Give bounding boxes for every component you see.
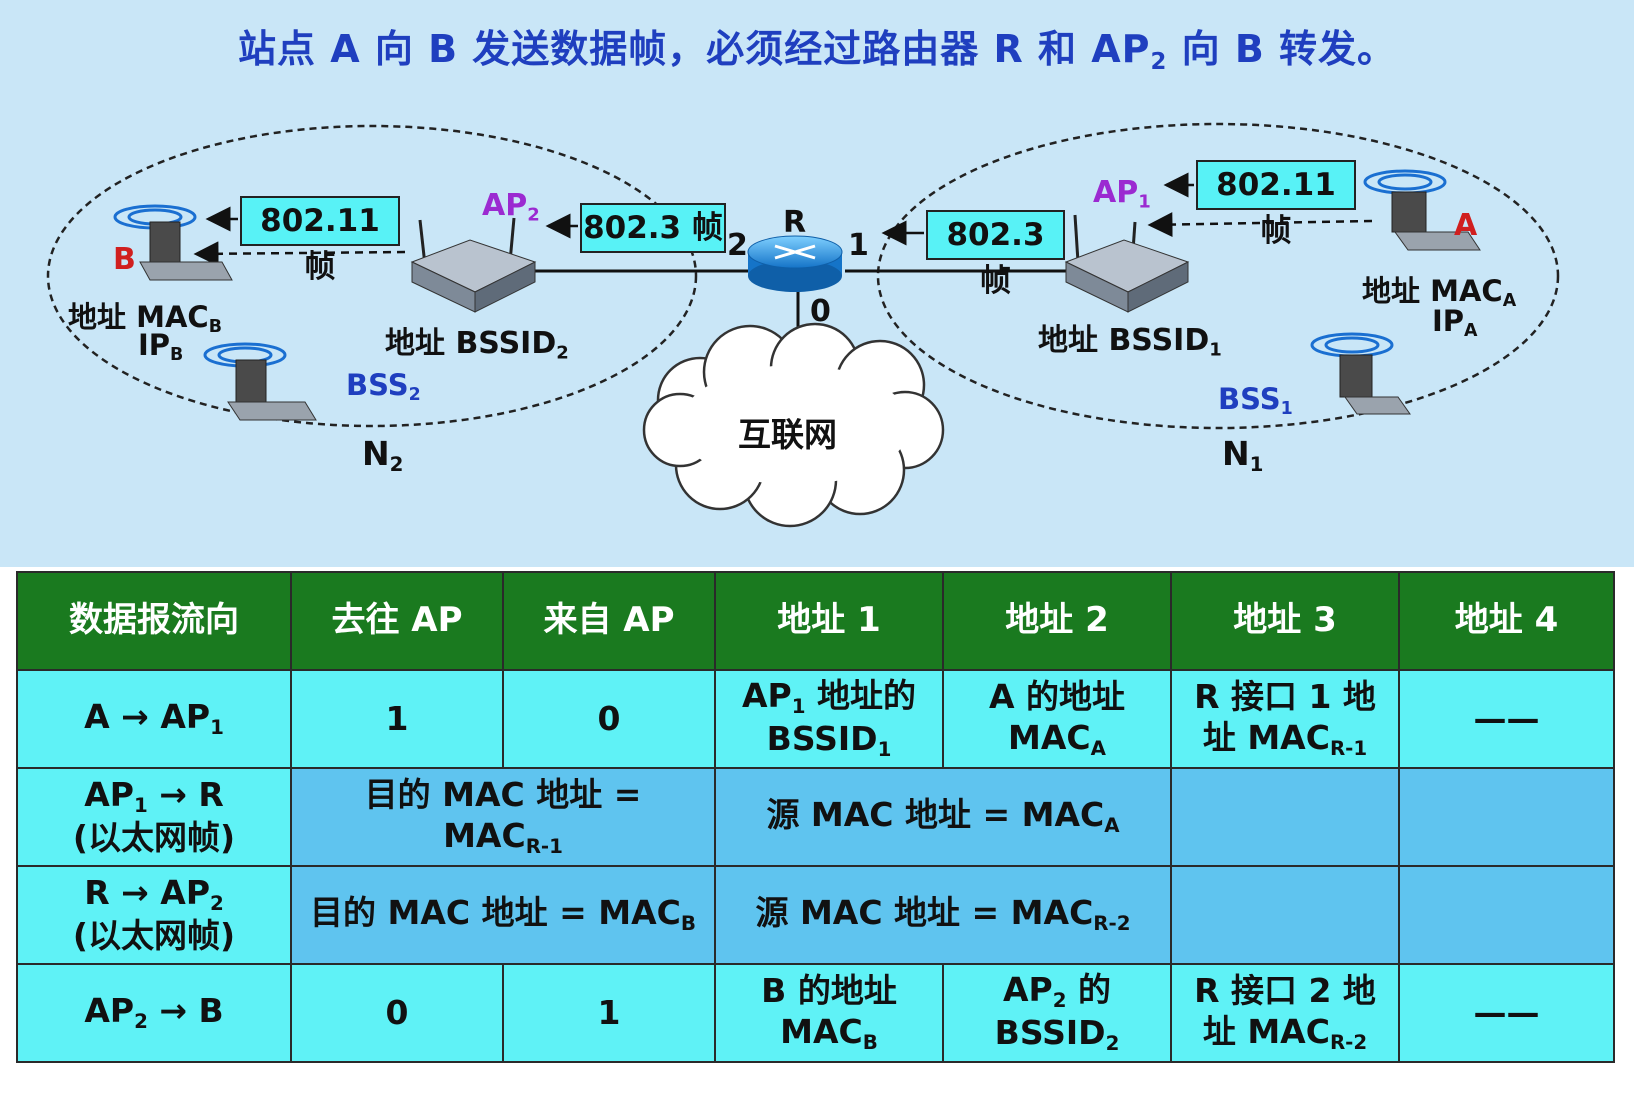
router-icon (747, 235, 843, 292)
row3-address-3 (1170, 865, 1400, 965)
row1-to-ap: 1 (290, 669, 504, 769)
ip-b-label: IPB (138, 328, 184, 366)
arrow-a-ap1-dashed (1147, 212, 1373, 238)
row3-src-mac: 源 MAC 地址 = MACR-2 (714, 865, 1172, 965)
router-port-0: 0 (810, 294, 831, 329)
row2-address-4 (1398, 767, 1615, 867)
router-port-2: 2 (727, 228, 748, 263)
network-diagram (46, 122, 1560, 528)
row3-address-4 (1398, 865, 1615, 965)
table-row: AP1 → R(以太网帧) 目的 MAC 地址 =MACR-1 源 MAC 地址… (16, 767, 1615, 867)
row4-to-ap: 0 (290, 963, 504, 1063)
bss2-ellipse (46, 124, 698, 428)
arrow-ap2-b-dashed (193, 241, 406, 267)
bss2-label: BSS2 (346, 368, 421, 406)
bss1-label: BSS1 (1218, 382, 1293, 420)
header-address-4: 地址 4 (1398, 571, 1615, 671)
laptop-a-icon (1363, 169, 1481, 251)
ap2-label: AP2 (482, 188, 540, 226)
row4-address-3: R 接口 2 地址 MACR-2 (1170, 963, 1400, 1063)
row1-address-4: —— (1398, 669, 1615, 769)
table-header-row: 数据报流向 去往 AP 来自 AP 地址 1 地址 2 地址 3 地址 4 (16, 571, 1615, 671)
row1-flow: A → AP1 (16, 669, 292, 769)
header-address-1: 地址 1 (714, 571, 944, 671)
frame-8023-n2: 802.3 帧 (580, 203, 726, 253)
row1-address-3: R 接口 1 地址 MACR-1 (1170, 669, 1400, 769)
router-label: R (783, 205, 807, 240)
page-title: 站点 A 向 B 发送数据帧，必须经过路由器 R 和 AP2 向 B 转发。 (237, 27, 1397, 75)
address-table: 数据报流向 去往 AP 来自 AP 地址 1 地址 2 地址 3 地址 4 A … (16, 571, 1615, 1063)
station-b-label: B (113, 242, 136, 277)
row4-from-ap: 1 (502, 963, 716, 1063)
bssid2-label: 地址 BSSID2 (385, 326, 569, 364)
laptop-b2-icon (203, 342, 317, 421)
header-address-2: 地址 2 (942, 571, 1172, 671)
row4-address-4: —— (1398, 963, 1615, 1063)
station-a-label: A (1454, 208, 1478, 243)
row2-address-3 (1170, 767, 1400, 867)
internet-label: 互联网 (738, 415, 837, 454)
ip-a-label: IPA (1432, 304, 1478, 342)
mac-b-label: 地址 MACB (68, 300, 222, 338)
row1-from-ap: 0 (502, 669, 716, 769)
table-row: R → AP2(以太网帧) 目的 MAC 地址 = MACB 源 MAC 地址 … (16, 865, 1615, 965)
laptop-a2-icon (1310, 332, 1411, 415)
ap1-label: AP1 (1093, 175, 1151, 213)
row2-dest-mac: 目的 MAC 地址 =MACR-1 (290, 767, 716, 867)
mac-a-label: 地址 MACA (1362, 274, 1517, 312)
bssid1-label: 地址 BSSID1 (1038, 323, 1222, 361)
header-to-ap: 去往 AP (290, 571, 504, 671)
header-from-ap: 来自 AP (502, 571, 716, 671)
laptop-b-icon (113, 204, 233, 281)
frame-80211-bss1: 802.11 帧 (1196, 160, 1356, 249)
frame-8023-n1: 802.3 帧 (926, 210, 1065, 299)
ap2-device-icon (410, 217, 537, 313)
row2-src-mac: 源 MAC 地址 = MACA (714, 767, 1172, 867)
bss1-ellipse (876, 122, 1560, 430)
row4-flow: AP2 → B (16, 963, 292, 1063)
row2-flow: AP1 → R(以太网帧) (16, 767, 292, 867)
ap1-device-icon (1064, 214, 1190, 313)
row3-dest-mac: 目的 MAC 地址 = MACB (290, 865, 716, 965)
n1-label: N1 (1222, 434, 1264, 476)
router-port-1: 1 (848, 228, 869, 263)
row3-flow: R → AP2(以太网帧) (16, 865, 292, 965)
internet-cloud (642, 322, 945, 528)
header-address-3: 地址 3 (1170, 571, 1400, 671)
frame-80211-bss2: 802.11 帧 (240, 196, 400, 285)
header-flow: 数据报流向 (16, 571, 292, 671)
n2-label: N2 (362, 434, 404, 476)
